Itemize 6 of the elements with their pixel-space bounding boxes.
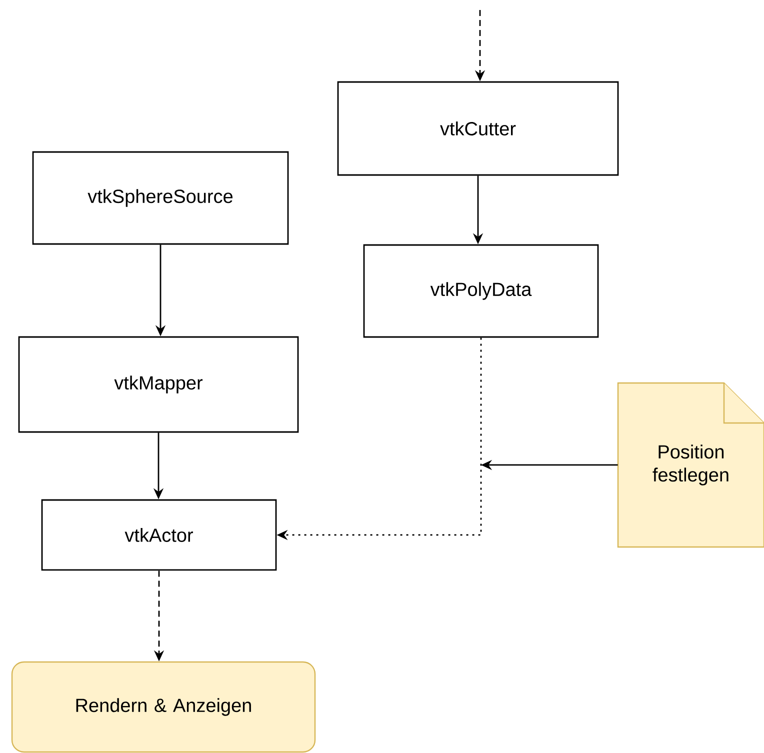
process-box: vtkCutter — [337, 81, 619, 176]
process-box: vtkSphereSource — [32, 151, 289, 245]
process-box: vtkMapper — [18, 336, 299, 433]
process-box: vtkPolyData — [363, 244, 599, 338]
terminal-box: Rendern & Anzeigen — [11, 661, 316, 753]
process-box: vtkActor — [41, 499, 277, 571]
